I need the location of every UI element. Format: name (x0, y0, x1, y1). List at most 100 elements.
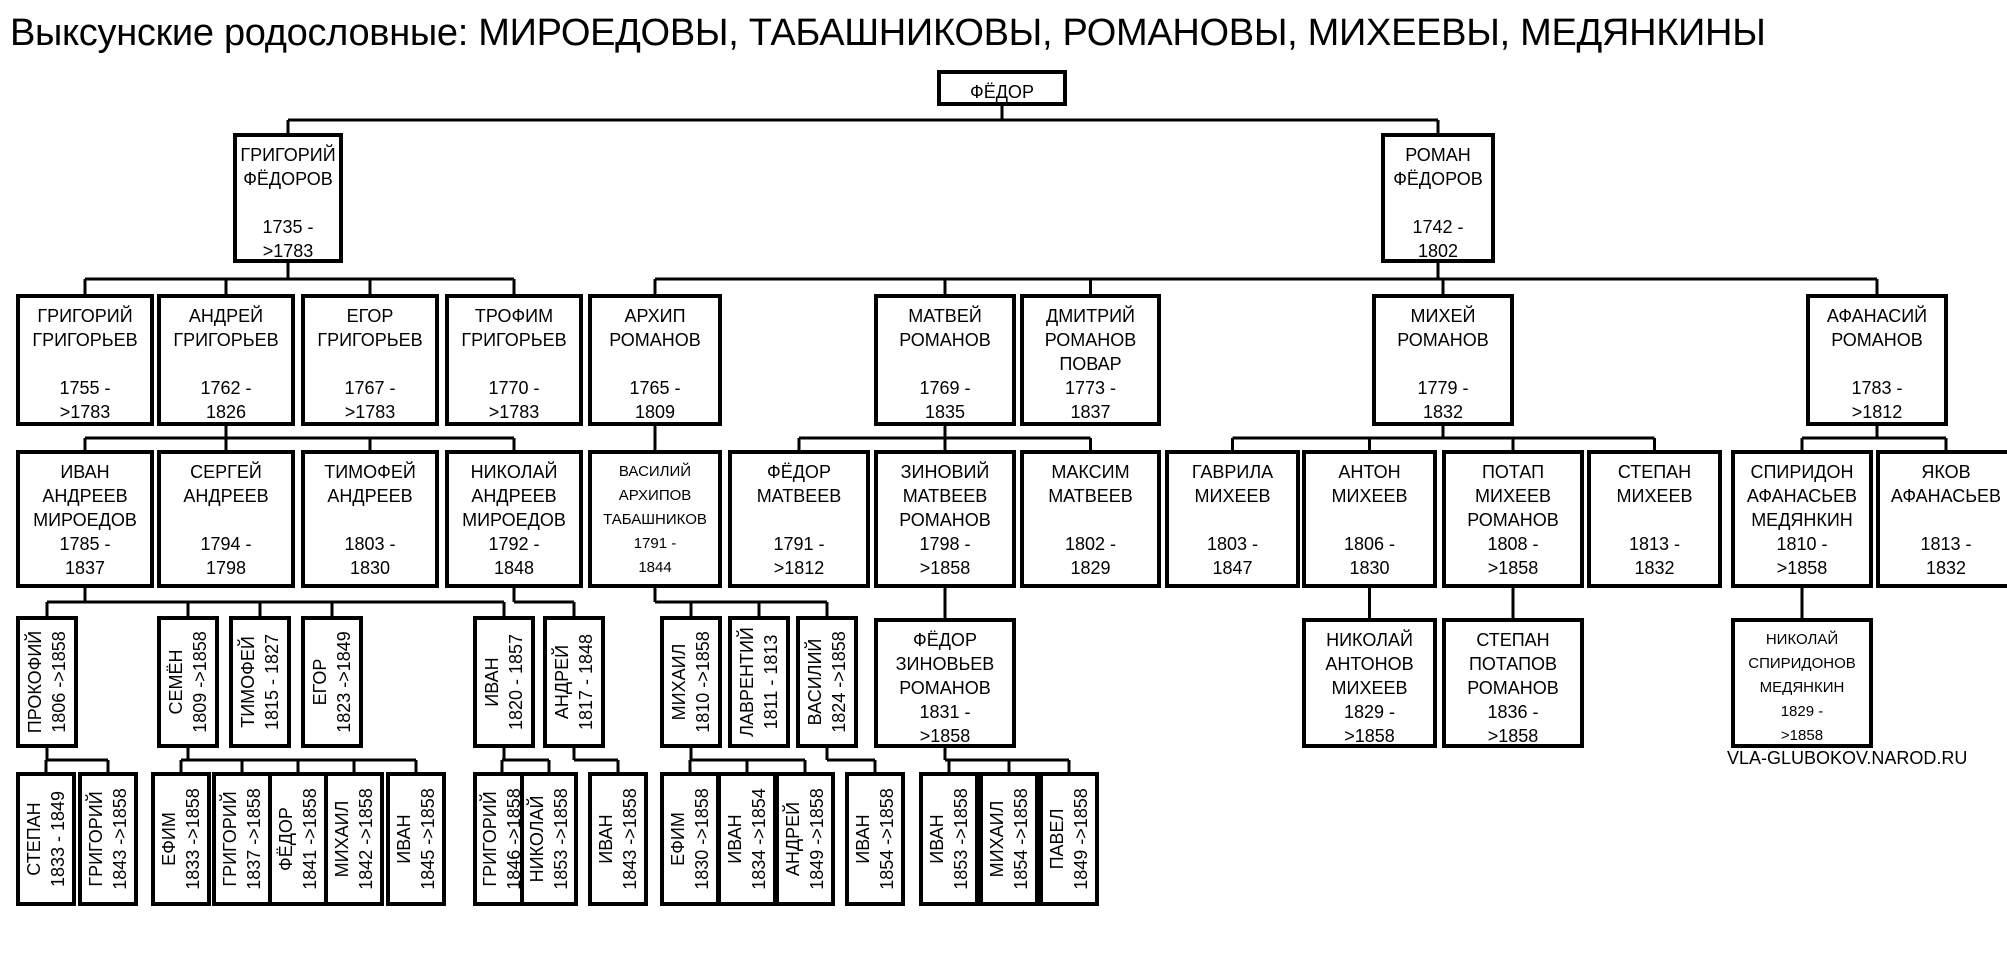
person-line: 1802 - (1064, 534, 1117, 554)
person-line: 1829 - (1343, 702, 1396, 722)
person-name: СПИРИДОН (1750, 462, 1854, 482)
person-name: ПРОКОФИЙ (25, 630, 45, 734)
person-line: 1841 ->1858 (300, 788, 320, 890)
person-name: ИВАН (394, 814, 414, 864)
person-line: >1858 (1780, 727, 1824, 744)
person-line: 1849 ->1858 (807, 788, 827, 890)
person-name: МИХАИЛ (987, 800, 1007, 878)
person-name: АФАНАСИЙ (1826, 306, 1928, 326)
person-line: АНДРЕЕВ (183, 486, 269, 506)
person-name: ЕФИМ (159, 812, 179, 866)
person-name: МИХЕЙ (1410, 306, 1476, 326)
person-line: МИРОЕДОВ (33, 510, 137, 530)
person-line: 1735 - (262, 217, 314, 237)
person-line: 1824 ->1858 (829, 631, 849, 733)
person-line: 1837 (64, 558, 106, 578)
person-name: ГРИГОРИЙ (37, 306, 133, 326)
person-name: АНТОН (1338, 462, 1401, 482)
person-line: 1842 ->1858 (356, 788, 376, 890)
person-line: 1806 - (1343, 534, 1396, 554)
person-line: 1798 - (919, 534, 971, 554)
person-line: 1785 - (59, 534, 111, 554)
person-line: 1833 - 1849 (48, 790, 68, 888)
person-line: 1853 ->1858 (551, 788, 571, 890)
person-line: РОМАНОВ (1831, 330, 1923, 350)
person-line: >1783 (262, 241, 314, 261)
person-name: ЯКОВ (1921, 462, 1971, 482)
person-line: 1854 ->1858 (877, 788, 897, 890)
person-name: ФЁДОР (913, 630, 977, 650)
site-credit: VLA-GLUBOKOV.NAROD.RU (1727, 748, 1968, 768)
person-line: 1770 - (488, 378, 540, 398)
person-line: >1858 (1487, 558, 1539, 578)
person-line: >1783 (488, 402, 540, 422)
person-name: ИВАН (725, 814, 745, 864)
person-name: ГРИГОРИЙ (240, 145, 336, 165)
person-line: 1791 - (633, 535, 677, 552)
diagram-title: Выксунские родословные: МИРОЕДОВЫ, ТАБАШ… (10, 12, 1766, 54)
person-line: 1802 (1417, 241, 1459, 261)
person-name: СТЕПАН (1476, 630, 1550, 650)
person-name: ГРИГОРИЙ (480, 791, 500, 887)
person-line: АНДРЕЕВ (42, 486, 128, 506)
person-line: РОМАНОВ (899, 330, 991, 350)
person-line: 1806 ->1858 (49, 631, 69, 733)
person-name: ЕГОР (346, 306, 394, 326)
person-name: АНДРЕЙ (783, 801, 803, 877)
person-name: ФЁДОР (276, 807, 296, 871)
person-line: 1783 - (1851, 378, 1903, 398)
person-line: 1810 ->1858 (693, 631, 713, 733)
person-line: АНДРЕЕВ (327, 486, 413, 506)
person-name: ГАВРИЛА (1191, 462, 1274, 482)
person-line: 1847 (1212, 558, 1253, 578)
person-line: 1849 ->1858 (1071, 788, 1091, 890)
person-line: 1811 - 1813 (761, 634, 781, 730)
person-name: ВАСИЛИЙ (805, 638, 825, 726)
person-line: 1817 - 1848 (576, 633, 596, 731)
person-line: 1848 (493, 558, 535, 578)
person-line: 1820 - 1857 (506, 633, 526, 731)
person-line: 1843 ->1858 (110, 788, 130, 890)
person-name: МАКСИМ (1051, 462, 1130, 482)
person-name: ЕФИМ (668, 812, 688, 866)
person-name: ЗИНОВИЙ (900, 462, 990, 482)
person-line: МАТВЕЕВ (1048, 486, 1133, 506)
person-name: ИВАН (596, 814, 616, 864)
person-line: 1832 (1422, 402, 1464, 422)
person-line: 1810 - (1776, 534, 1828, 554)
person-line: 1836 - (1487, 702, 1539, 722)
